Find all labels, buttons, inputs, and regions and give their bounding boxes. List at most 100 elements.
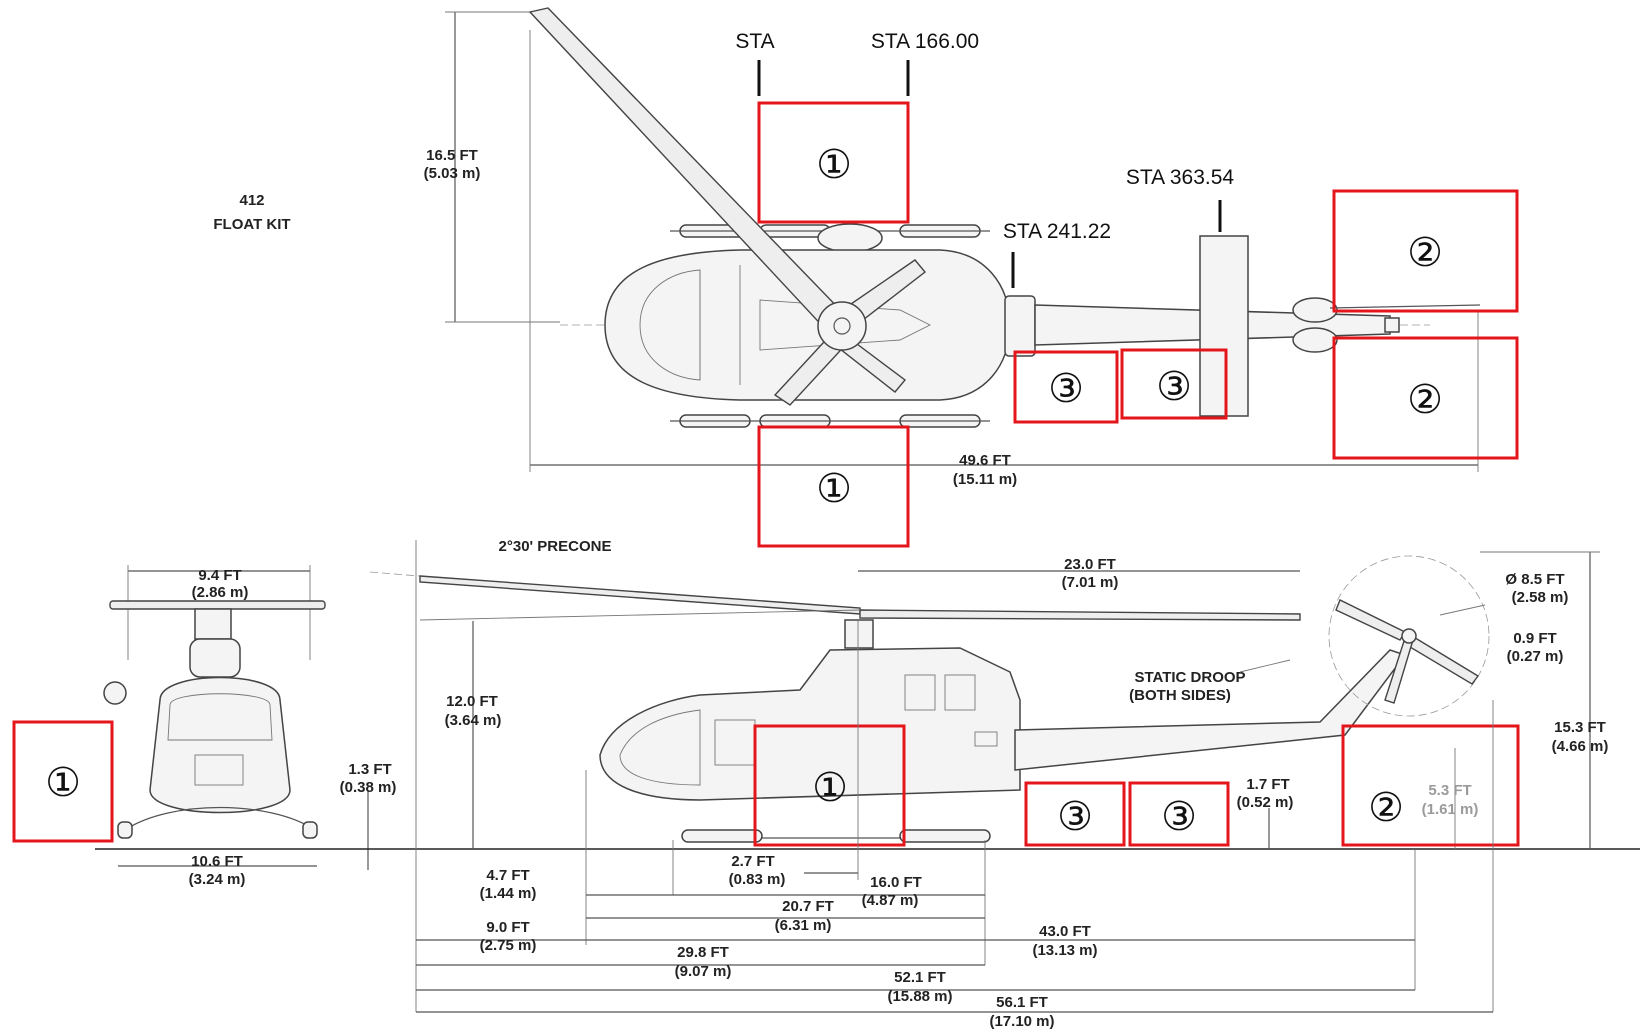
dim-2-7-m: (0.83 m) (729, 871, 786, 888)
front-clear-m: (0.38 m) (340, 779, 397, 796)
station-label-363: STA 363.54 (1126, 166, 1235, 189)
zone-number-2: ② (1368, 785, 1404, 831)
side-skid-float (681, 829, 763, 843)
front-clear-ft: 1.3 FT (348, 761, 391, 778)
static-droop-line1: STATIC DROOP (1134, 669, 1245, 686)
front-rotor-disc (109, 600, 326, 610)
dim-16-0-ft: 16.0 FT (870, 874, 922, 891)
tail-rotor-disc (1328, 555, 1490, 717)
dim-43-0-m: (13.13 m) (1032, 942, 1097, 959)
tailboom-clear-m: (0.52 m) (1237, 794, 1294, 811)
blade-m: (7.01 m) (1062, 574, 1119, 591)
static-droop-line2: (BOTH SIDES) (1129, 687, 1231, 704)
side-mast (844, 619, 874, 649)
dim-56-1-ft: 56.1 FT (996, 994, 1048, 1011)
front-rotor-m: (2.86 m) (192, 584, 249, 601)
zone-number-1: ① (816, 466, 852, 512)
dim-16-0-m: (4.87 m) (862, 892, 919, 909)
station-label-166: STA 166.00 (871, 30, 979, 53)
tailboom-clear-ft: 1.7 FT (1246, 776, 1289, 793)
main-rotor-blade-side (419, 575, 861, 615)
front-mast (194, 608, 232, 640)
front-skid-float (117, 821, 133, 839)
top-length-m: (15.11 m) (953, 471, 1017, 488)
main-rotor-blade-side (859, 609, 1301, 621)
model-number: 412 (239, 192, 264, 209)
zone-box-1-side (753, 724, 906, 847)
front-width-ft: 10.6 FT (191, 853, 243, 870)
dim-20-7-ft: 20.7 FT (782, 898, 834, 915)
station-label-sta: STA (735, 30, 774, 53)
front-view: 9.4 FT (2.86 m) 1.3 FT (0.38 m) 10.6 FT … (12, 565, 397, 888)
zone-box-3-a (1013, 350, 1119, 424)
zone-box-3-side-a (1024, 781, 1126, 847)
front-skid-float (302, 821, 318, 839)
front-width-m: (3.24 m) (189, 871, 246, 888)
tail-rotor-hub (1401, 628, 1417, 644)
dim-43-0-ft: 43.0 FT (1039, 923, 1091, 940)
tail-boom-side (1014, 649, 1407, 771)
zone-box-2-upper (1332, 189, 1519, 313)
main-rotor-hub (817, 301, 867, 351)
tailrotor-height-m: (1.61 m) (1422, 801, 1479, 818)
cabin-roof-float (817, 223, 883, 253)
tail-rotor-blade (1329, 304, 1481, 309)
dim-52-1-m: (15.88 m) (887, 988, 952, 1005)
tail-diameter-m: (2.58 m) (1512, 589, 1569, 606)
zone-box-1-bottom (757, 425, 910, 548)
precone-label: 2°30' PRECONE (499, 538, 612, 555)
dim-20-7-m: (6.31 m) (775, 917, 832, 934)
front-mirror (103, 681, 127, 705)
dim-56-1-m: (17.10 m) (989, 1013, 1054, 1030)
dim-4-7-m: (1.44 m) (480, 885, 537, 902)
static-droop-line (419, 609, 861, 621)
top-view: 16.5 FT (5.03 m) (424, 7, 1519, 548)
side-cockpit-window (619, 709, 701, 786)
zone-number-2: ② (1407, 230, 1443, 276)
tail-clear-m: (0.27 m) (1507, 648, 1564, 665)
dim-9-0-ft: 9.0 FT (486, 919, 529, 936)
front-chin (194, 754, 244, 786)
kit-name: FLOAT KIT (213, 216, 290, 233)
zone-number-1: ① (816, 142, 852, 188)
front-skid-arch (124, 806, 316, 831)
front-fuselage (149, 676, 291, 814)
tailrotor-height-ft: 5.3 FT (1428, 782, 1471, 799)
side-height-ft: 12.0 FT (446, 693, 498, 710)
tail-diameter-ft: Ø 8.5 FT (1505, 571, 1564, 588)
top-length-ft: 49.6 FT (959, 452, 1011, 469)
zone-box-3-side-b (1128, 781, 1230, 847)
zone-box-1-front (12, 720, 114, 843)
front-windshield (167, 693, 273, 741)
front-engine (189, 638, 241, 678)
zone-number-3: ③ (1161, 794, 1197, 840)
zone-number-3: ③ (1057, 794, 1093, 840)
side-skid-float (899, 829, 991, 843)
dim-52-1-ft: 52.1 FT (894, 969, 946, 986)
tail-rotor-hub-bottom (1292, 327, 1338, 353)
top-height-m: (5.03 m) (424, 165, 481, 182)
zone-box-3-b (1120, 348, 1228, 420)
tail-rotor-blade (1403, 635, 1480, 685)
tail-diameter-leader (1439, 604, 1486, 616)
fuselage-side (599, 647, 1021, 801)
side-window (944, 674, 976, 711)
side-vent (974, 731, 998, 747)
station-label-241: STA 241.22 (1003, 220, 1111, 243)
zone-box-2-lower (1332, 336, 1519, 460)
overall-height-ft: 15.3 FT (1554, 719, 1606, 736)
dim-29-8-ft: 29.8 FT (677, 944, 729, 961)
tail-boom-joint (1004, 295, 1036, 357)
zone-number-3: ③ (1156, 364, 1192, 410)
horizontal-stabilizer (1199, 235, 1249, 417)
zone-number-1: ① (812, 765, 848, 811)
zone-number-1: ① (45, 760, 81, 806)
zone-box-2-side (1341, 724, 1520, 847)
static-droop-leader (1239, 659, 1291, 673)
tail-clear-ft: 0.9 FT (1513, 630, 1556, 647)
blade-ft: 23.0 FT (1064, 556, 1116, 573)
top-height-ft: 16.5 FT (426, 147, 478, 164)
side-height-m: (3.64 m) (445, 712, 502, 729)
